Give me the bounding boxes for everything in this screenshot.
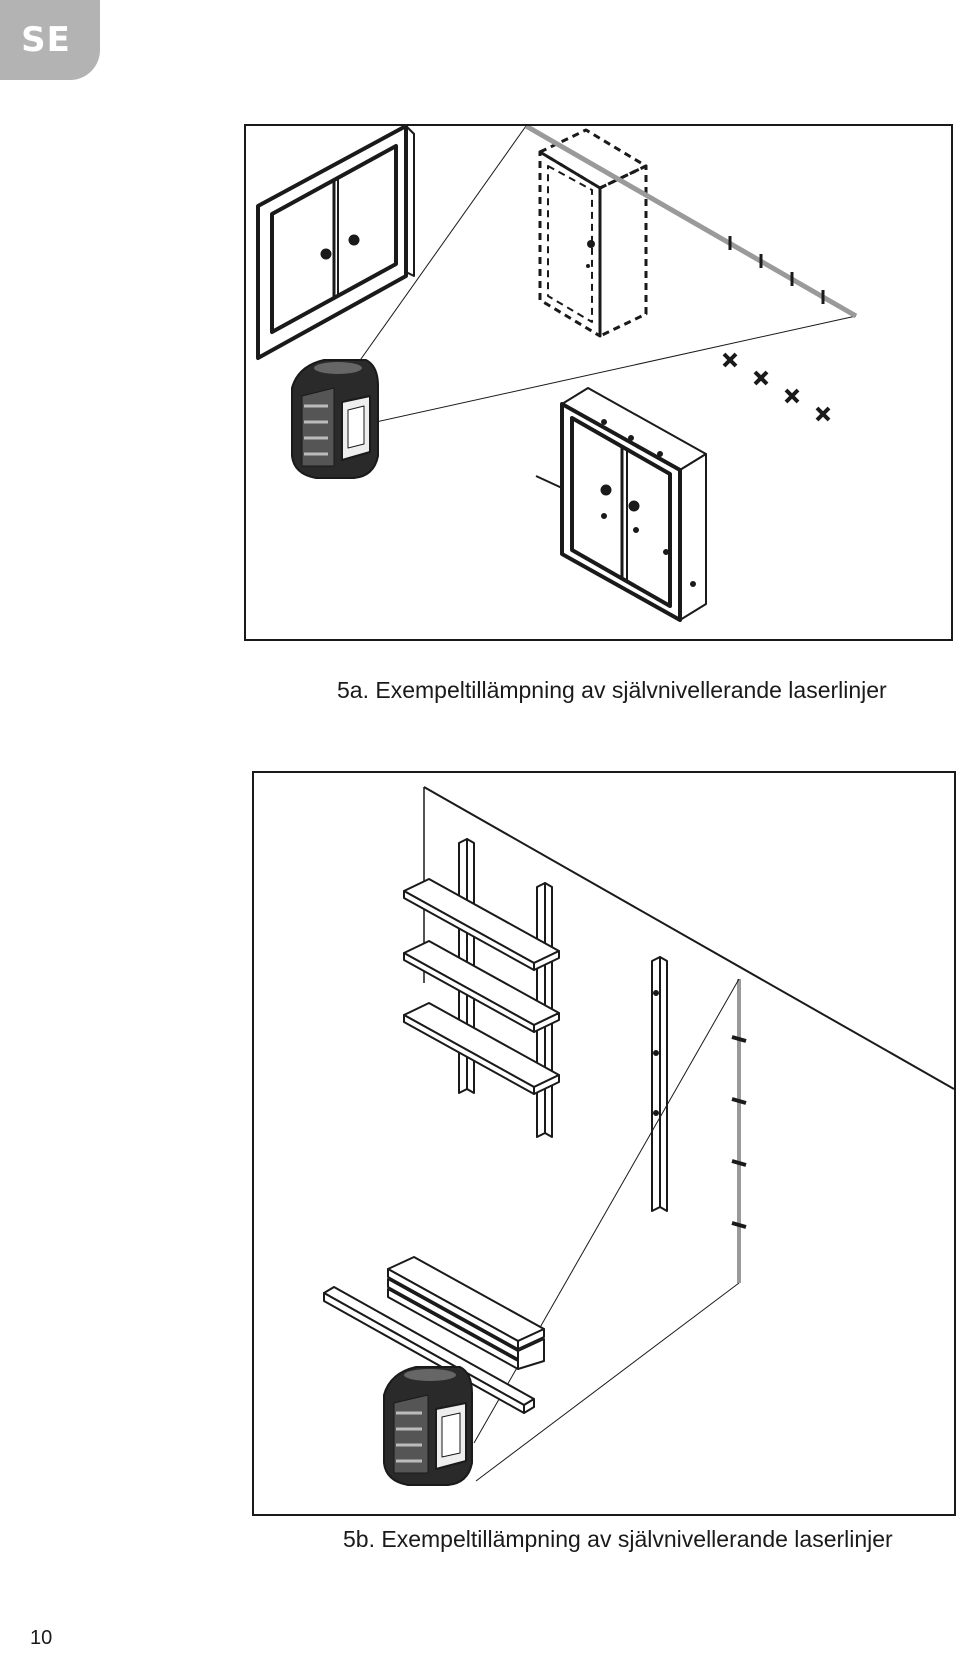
- shelf-laser-illustration: [323, 786, 954, 1486]
- language-code: SE: [21, 20, 71, 60]
- level-marks-upper: [728, 236, 825, 304]
- figure-5b-caption: 5b. Exempeltillämpning av självnivellera…: [343, 1526, 893, 1552]
- figure-5a-caption: 5a. Exempeltillämpning av självnivellera…: [337, 677, 887, 703]
- laser-beam-lines: [355, 126, 858, 423]
- cross-marks-lower: [722, 352, 831, 422]
- laser-vertical-line: [731, 979, 747, 1283]
- laser-level-device: [383, 1366, 473, 1486]
- cabinet-outline-dashed: [538, 128, 648, 338]
- loose-shelves-stack: [387, 1256, 545, 1370]
- language-tab: SE: [0, 0, 100, 80]
- mounted-shelves: [403, 878, 560, 1095]
- figure-5b-illustration: [252, 771, 956, 1516]
- wall-cabinet-lower: [535, 387, 707, 622]
- loose-rail: [323, 1286, 535, 1414]
- figure-5a-illustration: [244, 124, 953, 641]
- wall-cabinet-left: [256, 126, 415, 360]
- laser-level-device: [291, 359, 379, 479]
- cabinet-laser-illustration: [256, 126, 858, 622]
- page-number: 10: [30, 1627, 53, 1649]
- shelf-rail-right: [651, 956, 668, 1212]
